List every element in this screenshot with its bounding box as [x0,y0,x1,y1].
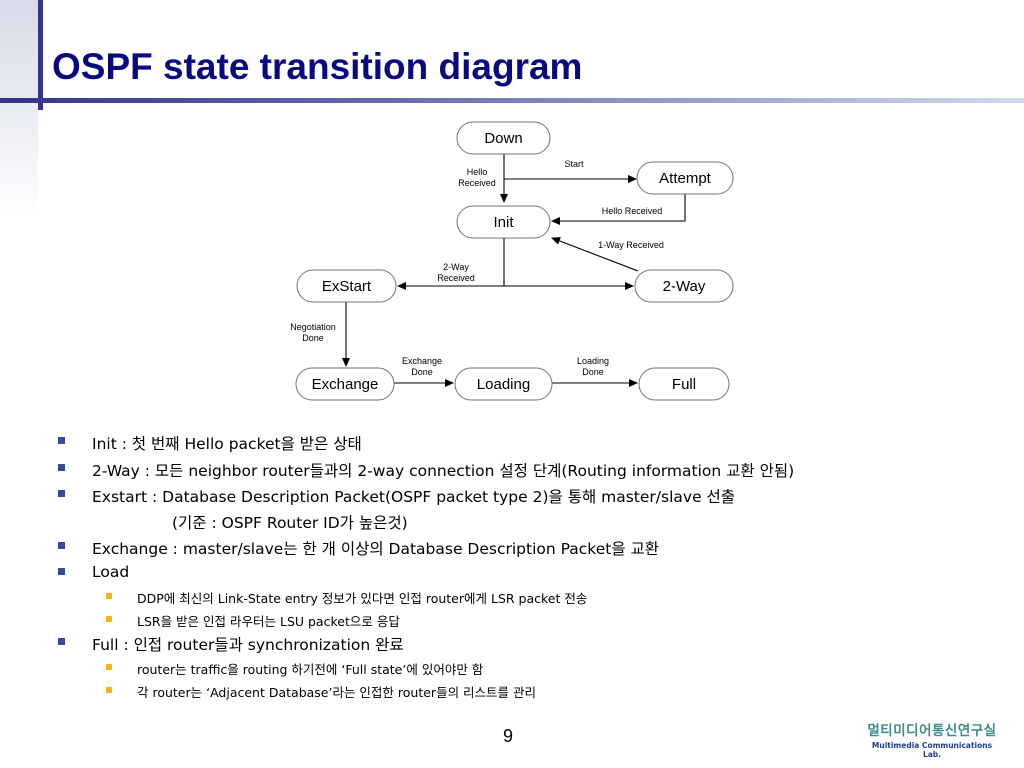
svg-text:Attempt: Attempt [659,170,712,187]
edge-label-loading: Loading [577,356,609,366]
edge-label-2way: 2-Way [443,262,469,272]
slide-title: OSPF state transition diagram [52,46,583,87]
svg-text:Exchange: Exchange [312,376,379,393]
state-attempt: Attempt [636,161,734,195]
state-full: Full [638,367,730,401]
accent-horizontal-line [0,98,1024,103]
svg-text:2-Way: 2-Way [663,278,706,295]
svg-text:Down: Down [484,130,522,147]
state-init: Init [456,205,551,239]
edge-label-negotiation: Negotiation [290,322,336,332]
state-exstart: ExStart [296,269,397,303]
edge-label-start: Start [564,159,584,169]
edge-label-negotiation-done: Done [302,333,324,343]
edge-1way-received [551,237,639,272]
svg-text:Init: Init [493,214,514,231]
svg-text:Full: Full [672,376,696,393]
logo-english-text: Multimedia Communications Lab. [871,741,993,759]
state-2way: 2-Way [634,269,734,303]
edge-label-2way-received: Received [437,273,475,283]
edge-label-received: Received [458,178,496,188]
lab-logo: 멀티미디어통신연구실 Multimedia Communications Lab… [862,719,1002,759]
logo-korean-text: 멀티미디어통신연구실 [867,723,997,739]
edge-label-hello-received: Hello Received [602,206,663,216]
svg-text:Loading: Loading [477,376,530,393]
edge-label-exchange-done: Done [411,367,433,377]
edge-hello-received [551,194,686,225]
state-exchange: Exchange [295,367,395,401]
svg-text:ExStart: ExStart [322,278,372,295]
decorative-side-bar [0,0,38,220]
edge-label-loading-done: Done [582,367,604,377]
page-number: 9 [503,726,514,746]
edge-label-exchange: Exchange [402,356,442,366]
edge-label-hello: Hello [467,167,488,177]
state-down: Down [456,121,551,155]
edge-label-1way-received: 1-Way Received [598,240,664,250]
accent-vertical-line [38,0,43,110]
state-loading: Loading [454,367,553,401]
